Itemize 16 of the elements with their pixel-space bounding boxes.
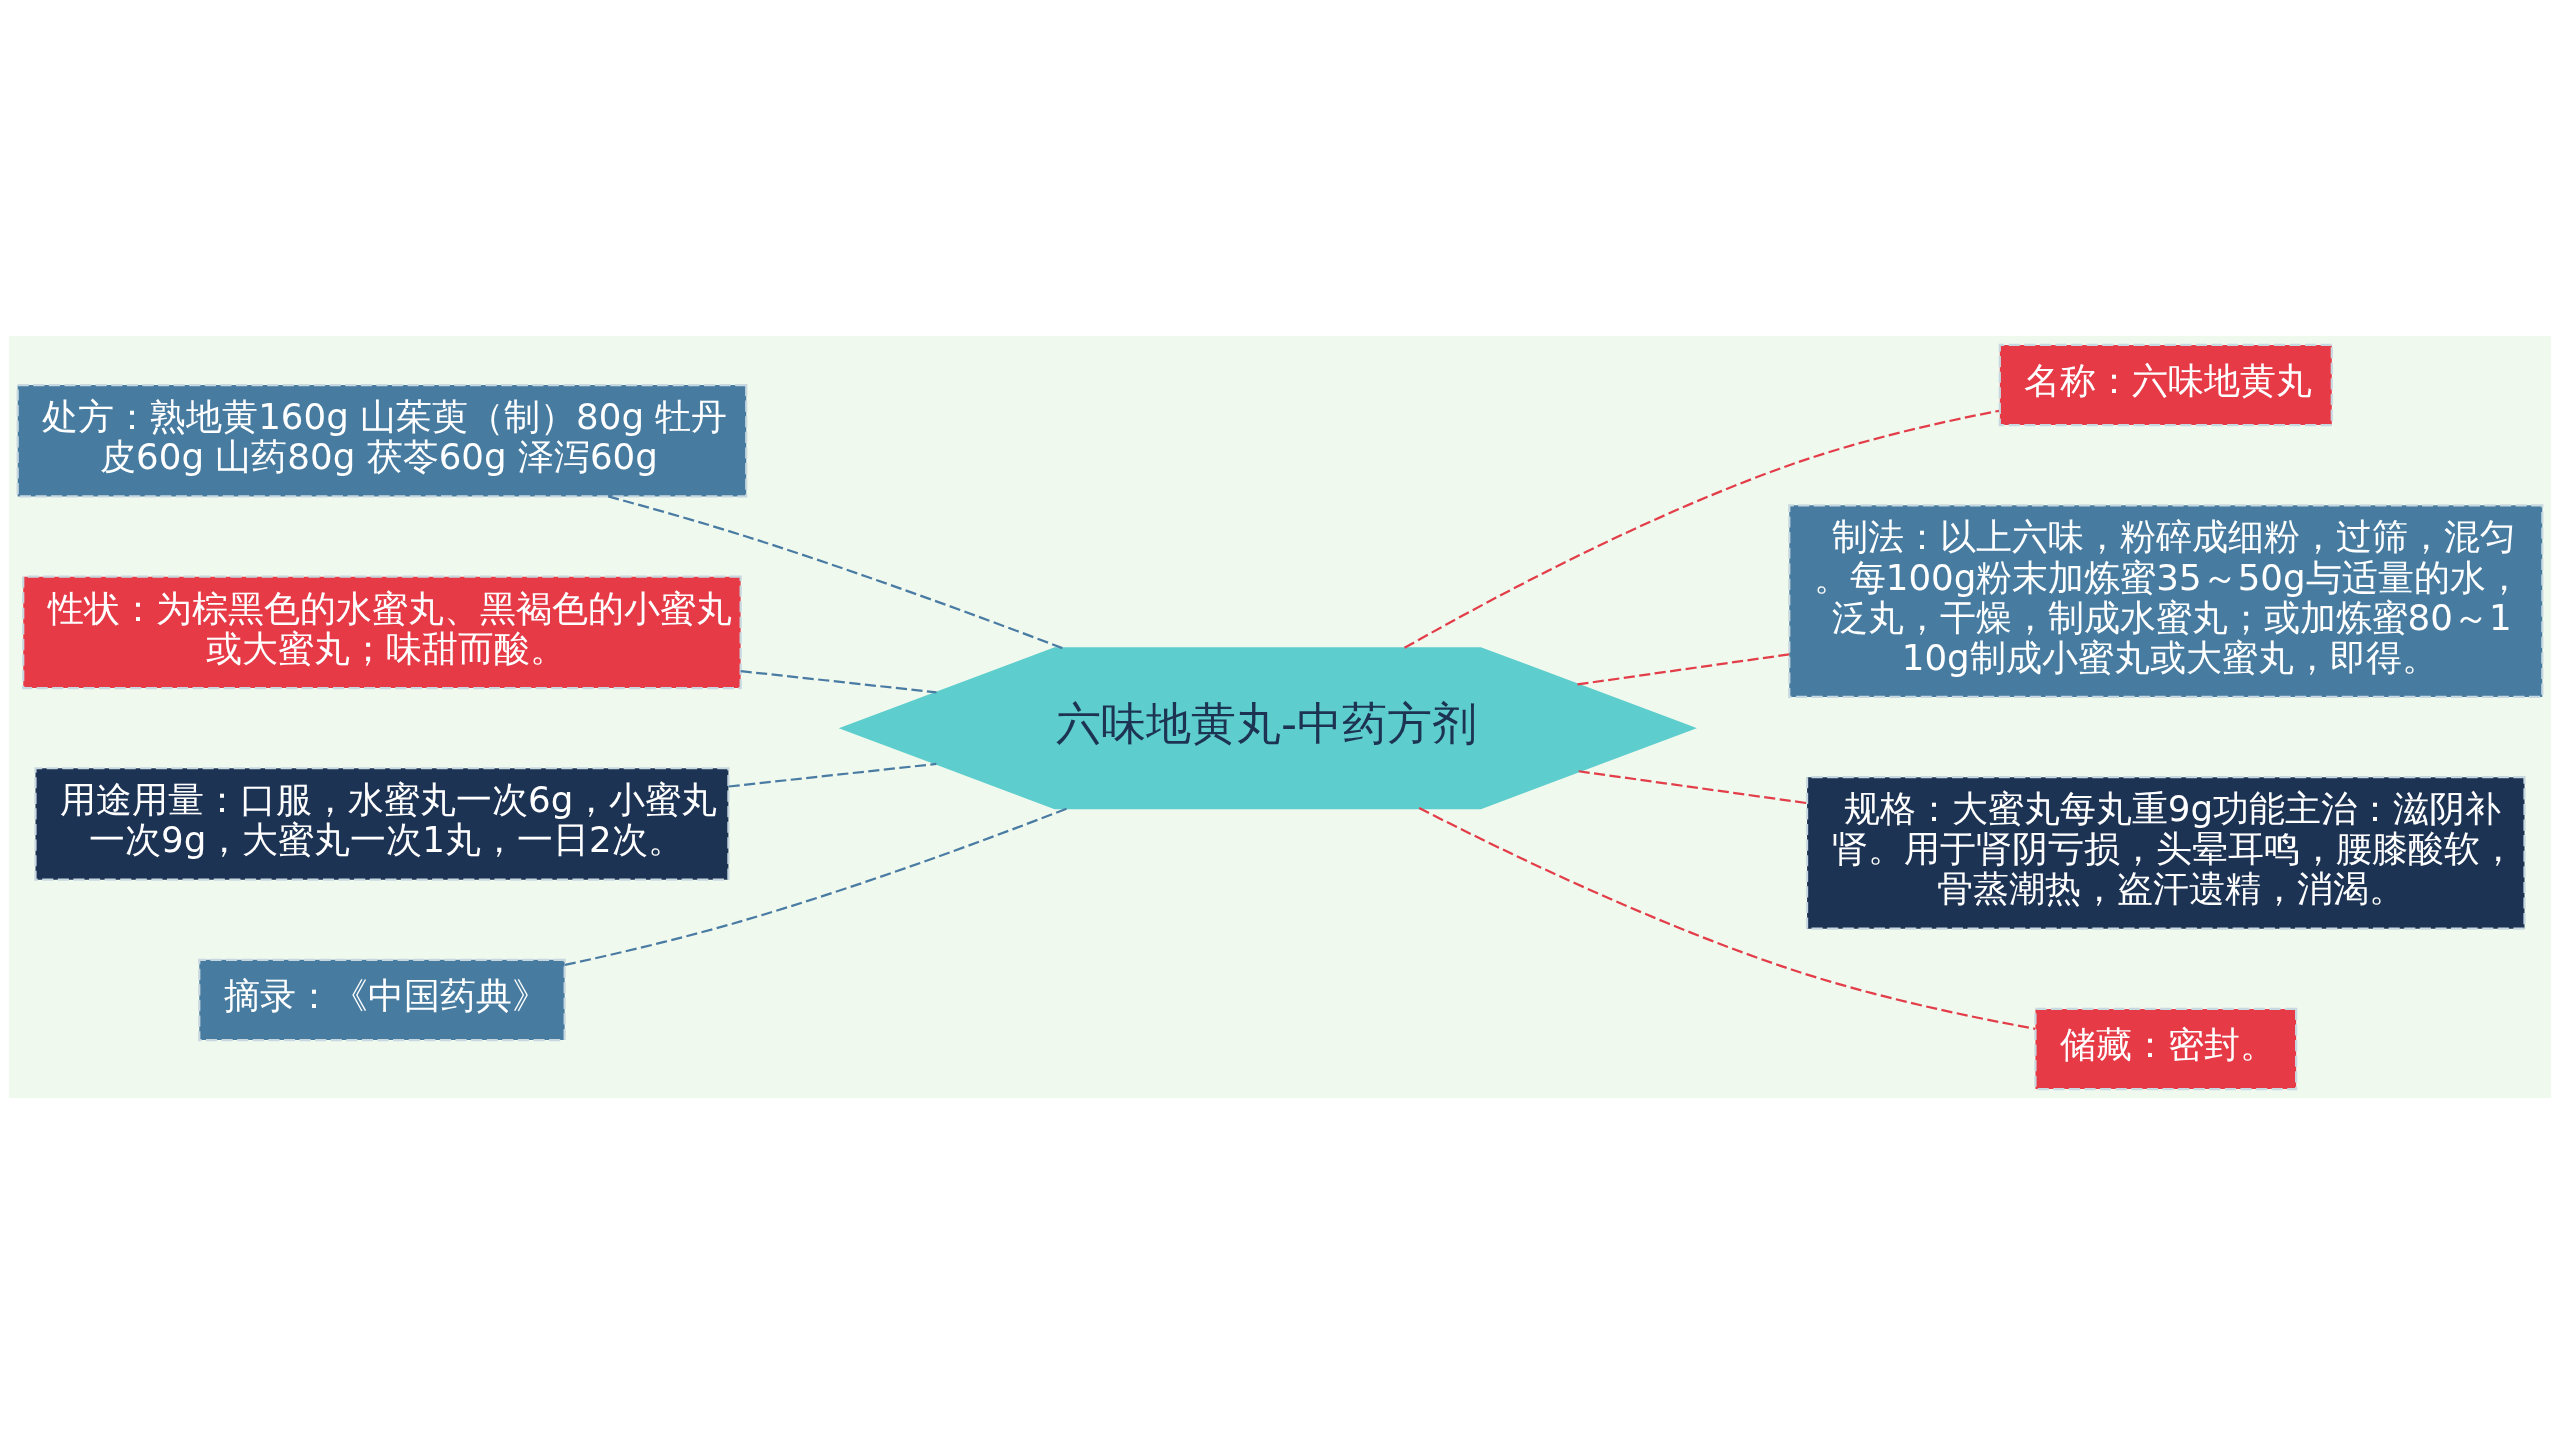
node-box: 用途用量：口服，水蜜丸一次6g，小蜜丸一次9g，大蜜丸一次1丸，一日2次。: [34, 766, 730, 881]
node-box: 摘录：《中国药典》: [198, 958, 566, 1041]
connector: [607, 494, 1063, 649]
node-box: 储藏：密封。: [2034, 1007, 2298, 1090]
connector: [1577, 652, 1790, 686]
connector: [1404, 409, 2000, 649]
node-box: 处方：熟地黄160g 山茱萸（制）80g 牡丹皮60g 山药80g 茯苓60g 泽泻60g: [16, 383, 748, 498]
connector: [564, 806, 1069, 966]
node-box: 名称：六味地黄丸: [1998, 343, 2333, 426]
connector: [740, 669, 937, 693]
connector: [728, 762, 937, 788]
connector: [1418, 806, 2036, 1030]
node-box: 制法：以上六味，粉碎成细粉，过筛，混匀。每100g粉末加炼蜜35～50g与适量的水，泛丸，干燥，制成水蜜丸；或加炼蜜80～110g制成小蜜丸或大蜜丸，即得。: [1788, 503, 2544, 698]
node-box: 性状：为棕黑色的水蜜丸、黑褐色的小蜜丸或大蜜丸；味甜而酸。: [22, 575, 742, 689]
connector: [1578, 769, 1807, 804]
node-box: 规格：大蜜丸每丸重9g功能主治：滋阴补肾。用于肾阴亏损，头晕耳鸣，腰膝酸软，骨蒸潮热，盗汗遗精，消渴。: [1805, 775, 2526, 930]
